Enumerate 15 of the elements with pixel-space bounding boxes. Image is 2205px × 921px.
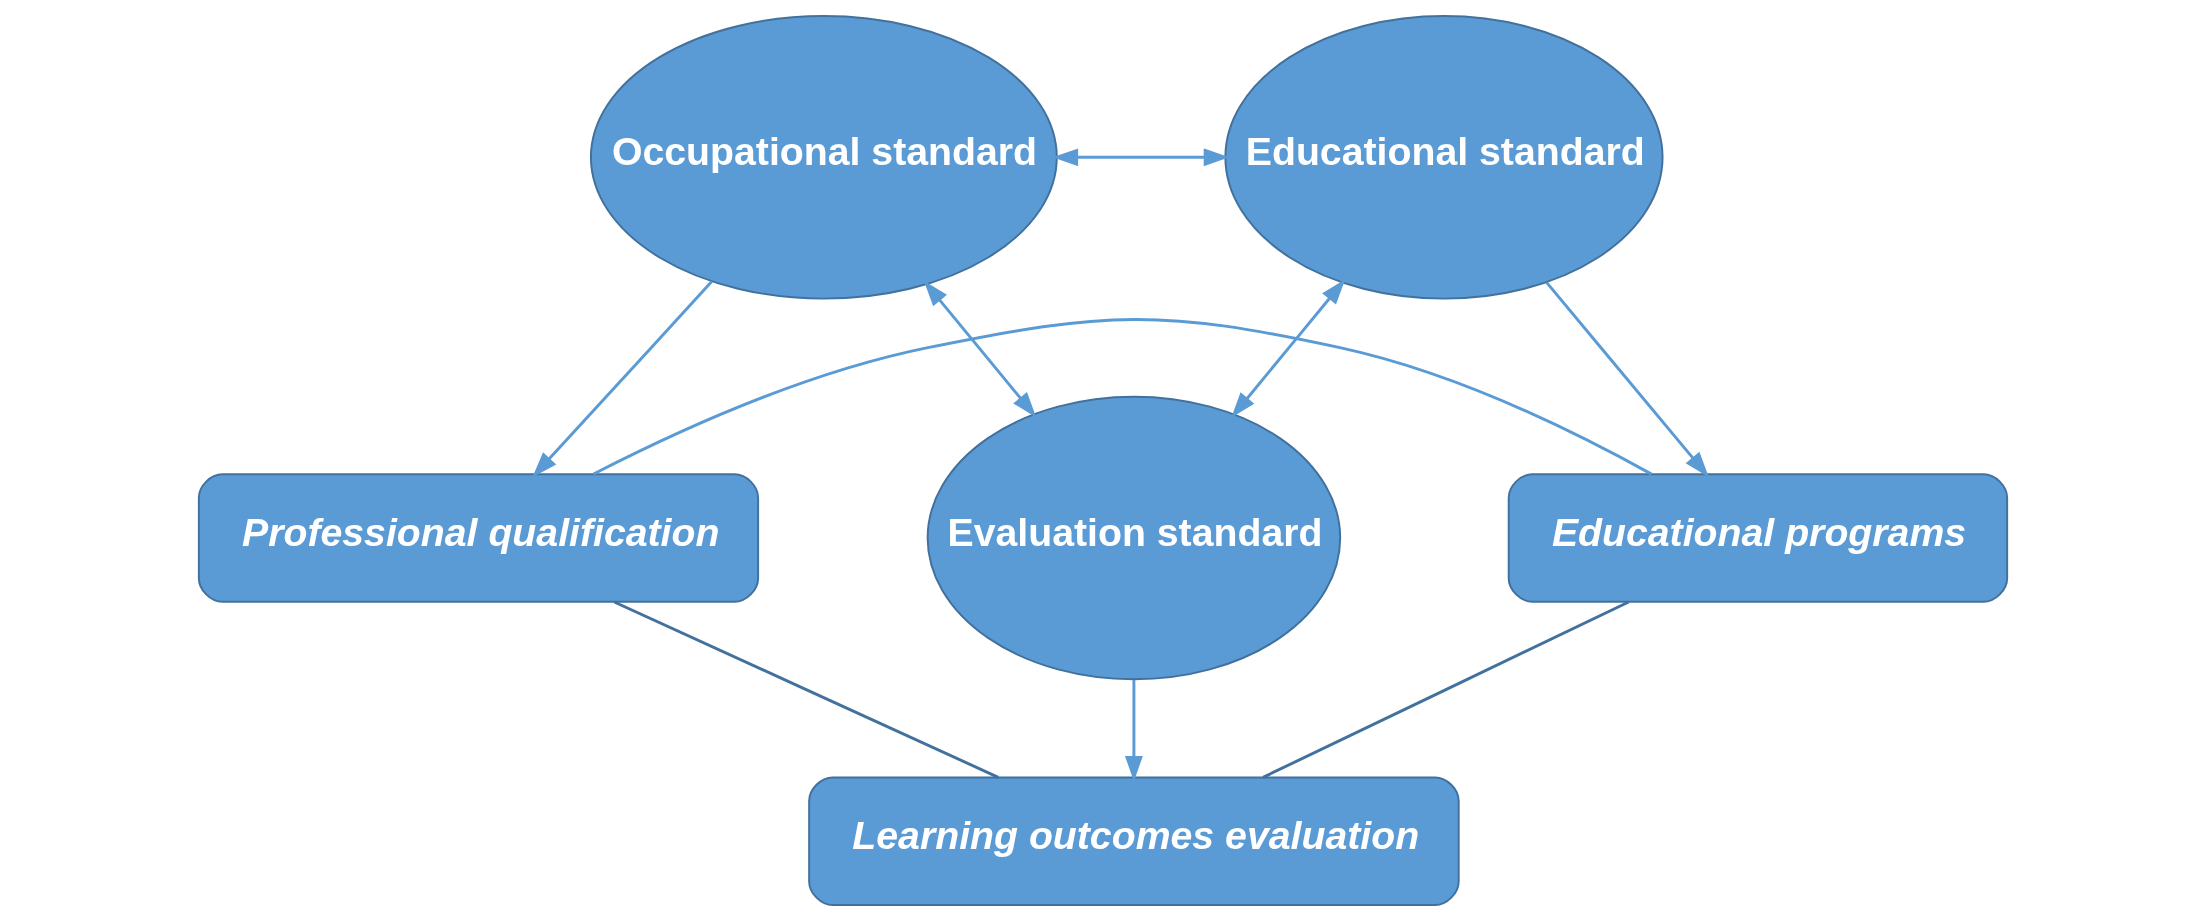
connector xyxy=(613,600,999,779)
node-box: Professional qualification xyxy=(197,473,759,603)
arrow xyxy=(1124,679,1143,782)
connector xyxy=(592,318,1652,476)
node-box: Learning outcomes evaluation xyxy=(807,776,1460,906)
arrow xyxy=(1052,148,1229,167)
arrow xyxy=(1230,279,1345,418)
node-box: Educational programs xyxy=(1507,473,2008,603)
connector xyxy=(1261,600,1629,779)
arrow xyxy=(531,280,713,478)
arrow xyxy=(923,280,1036,418)
node-ellipse: Evaluation standard xyxy=(926,395,1341,681)
arrow xyxy=(1545,281,1709,478)
node-ellipse: Occupational standard xyxy=(589,15,1058,300)
node-ellipse: Educational standard xyxy=(1223,15,1663,300)
